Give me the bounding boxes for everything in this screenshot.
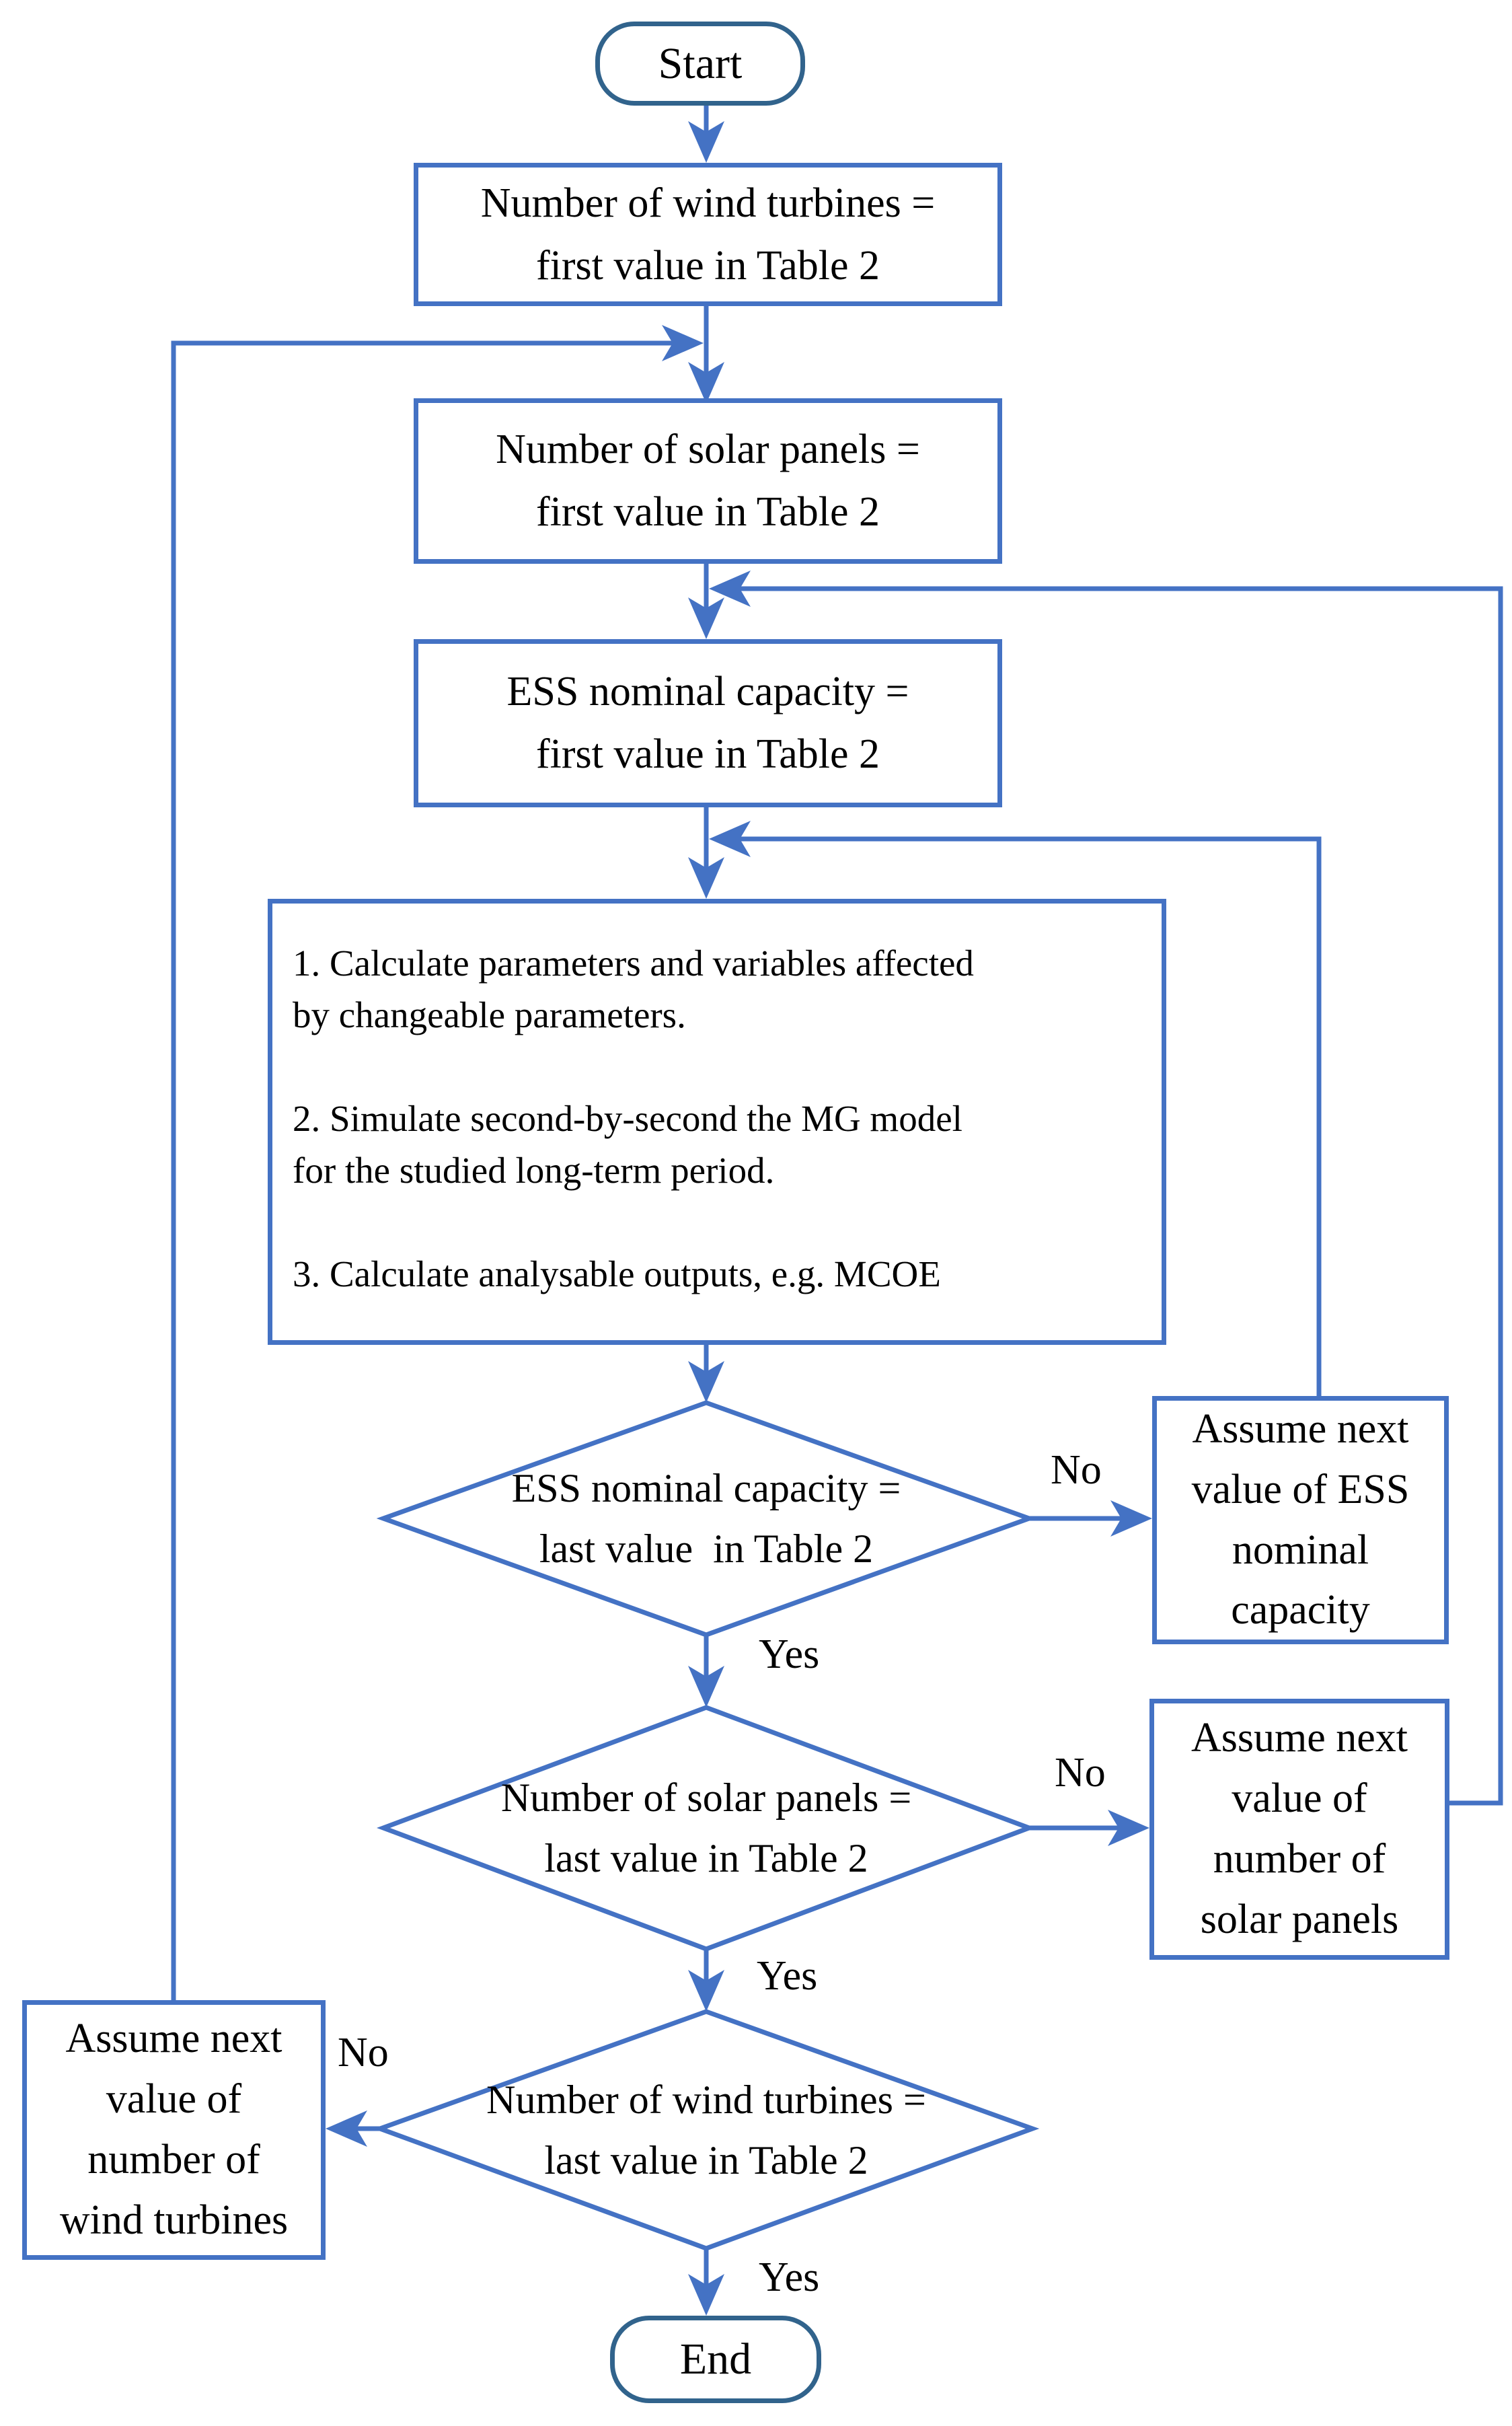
decision-solar-label: Number of solar panels = last value in T… (500, 1775, 912, 1880)
arrowhead-into-assume-ess (1110, 1500, 1152, 1537)
arrowhead-into-decision-wind (688, 1970, 724, 2012)
decision-wind-no-label: No (338, 2030, 389, 2075)
decision-ess-label: ESS nominal capacity = last value in Tab… (511, 1466, 901, 1571)
start-node: Start (595, 22, 805, 106)
decision-ess-no-label: No (1051, 1447, 1102, 1493)
decision-wind-diamond (373, 2009, 1040, 2251)
decision-ess-diamond (376, 1400, 1036, 1638)
simulation-process-box: 1. Calculate parameters and variables af… (268, 899, 1166, 1345)
decision-solar-yes-label: Yes (757, 1953, 818, 1999)
edge-assume-solar-loop (740, 586, 1503, 1806)
assume-next-wind-box: Assume next value of number of wind turb… (22, 2000, 326, 2260)
arrowhead-into-assume-wind (326, 2110, 367, 2147)
assume-next-ess-box: Assume next value of ESS nominal capacit… (1152, 1396, 1449, 1644)
arrowhead-into-assume-solar (1108, 1810, 1149, 1846)
decision-ess-yes-label: Yes (759, 1631, 820, 1677)
end-node: End (610, 2316, 821, 2403)
arrowhead-into-end (688, 2274, 724, 2316)
arrowhead-ess-loop-junction (709, 821, 751, 857)
arrowhead-wind-loop-junction (662, 325, 704, 361)
arrowhead-into-decision-ess (688, 1361, 724, 1403)
decision-solar-no-label: No (1055, 1750, 1106, 1796)
arrowhead-into-init-wind (688, 121, 724, 163)
init-solar-panels-box: Number of solar panels = first value in … (414, 398, 1002, 564)
init-wind-turbines-box: Number of wind turbines = first value in… (414, 163, 1002, 306)
arrowhead-into-process (688, 857, 724, 899)
edge-assume-ess-loop (740, 836, 1322, 1396)
arrowhead-solar-loop-junction (709, 571, 751, 607)
decision-wind-yes-label: Yes (759, 2254, 820, 2300)
arrowhead-into-init-ess (688, 597, 724, 639)
decision-solar-diamond (377, 1705, 1036, 1952)
arrowhead-into-init-solar (688, 362, 724, 404)
decision-wind-label: Number of wind turbines = last value in … (486, 2078, 926, 2182)
init-ess-capacity-box: ESS nominal capacity = first value in Ta… (414, 639, 1002, 807)
edge-assume-wind-loop (171, 340, 673, 2000)
assume-next-solar-box: Assume next value of number of solar pan… (1149, 1699, 1449, 1960)
arrowhead-into-decision-solar (688, 1666, 724, 1707)
